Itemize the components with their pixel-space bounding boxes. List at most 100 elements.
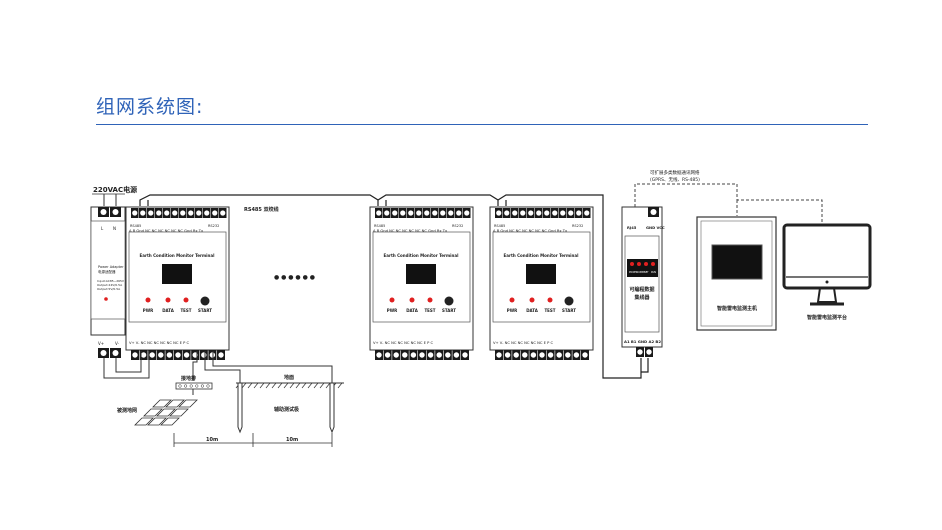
start-button xyxy=(444,296,454,306)
grid-cell xyxy=(165,399,185,408)
monitor-title: Earth Condition Monitor Terminal xyxy=(384,253,460,258)
monitor-display xyxy=(162,264,192,284)
ground-grid xyxy=(134,399,198,426)
led-label-start: START xyxy=(562,308,576,313)
psu-top-terminals: L N xyxy=(98,207,121,231)
collector-led-comm: COMM xyxy=(637,271,644,274)
led-label-data: DATA xyxy=(526,308,539,313)
psu-spec2: Output:24V/0.5A xyxy=(97,283,123,287)
led-label-data: DATA xyxy=(406,308,419,313)
psu-led xyxy=(104,297,108,301)
psu-spec3: Output:5V/0.5A xyxy=(97,287,121,291)
monitor-top-header-left: RS485 xyxy=(130,224,141,228)
collector-top-right: GND VCC xyxy=(646,226,665,230)
host-screen xyxy=(711,244,763,280)
distance-1: 10m xyxy=(206,437,218,443)
monitor-top-header-right: RS232 xyxy=(572,224,583,228)
psu-term-n: N xyxy=(113,226,116,231)
psu-line1: Power Adapter xyxy=(98,265,124,269)
aux-electrodes xyxy=(237,382,335,434)
ground-surface: 地面 xyxy=(235,374,344,389)
monitor-top-terms: A B Gnd NC NC NC NC NC NC Gnd Rx Tx xyxy=(373,229,448,233)
ground-bar: 接地排 xyxy=(175,375,213,390)
collector-bottom-terms: A1 B1 GND A2 B2 xyxy=(624,339,661,344)
rs485-bus xyxy=(139,194,649,379)
grounding-wiring xyxy=(103,351,333,383)
psu-term-vminus: V- xyxy=(115,341,120,346)
monitor-top-terms: A B Gnd NC NC NC NC NC NC Gnd Rx Tx xyxy=(129,229,204,233)
expand-note-line1: 可扩展多类数据通讯网络 xyxy=(650,169,700,176)
led-label-pwr: PWR xyxy=(387,308,397,313)
monitor-bottom-terminals xyxy=(495,350,589,360)
psu-spec1: Input:AC85~265V xyxy=(97,279,125,283)
collector-bottom-terminals xyxy=(636,347,653,357)
grid-cell xyxy=(134,417,154,426)
monitor-top-terminals xyxy=(495,208,591,218)
collector-name-line1: 可编程数据 xyxy=(629,286,654,293)
monitor-top-header-left: RS485 xyxy=(494,224,505,228)
monitor-top-terminals xyxy=(375,208,471,218)
collector-top-left: RJ45 xyxy=(627,226,637,230)
monitor-terminal-3: RS485 RS232 A B Gnd NC NC NC NC NC NC Gn… xyxy=(489,206,594,360)
power-adapter: L N Power Adapter 电源适配器 Input:AC85~265V … xyxy=(90,206,126,358)
page-title: 组网系统图: xyxy=(96,96,204,118)
led-data xyxy=(409,297,415,303)
monitor-top-terminals xyxy=(131,208,227,218)
monitor-title: Earth Condition Monitor Terminal xyxy=(504,253,580,258)
led-label-data: DATA xyxy=(162,308,175,313)
led-label-start: START xyxy=(442,308,456,313)
rs485-label: RS485 双绞线 xyxy=(244,206,279,213)
start-button xyxy=(200,296,210,306)
collector-led-run: RUN xyxy=(651,271,656,274)
led-test xyxy=(183,297,189,303)
expand-note-line2: (GPRS、无线、RS-485) xyxy=(650,176,700,183)
ground-bar-label: 接地排 xyxy=(180,375,196,382)
monitor-top-header-left: RS485 xyxy=(374,224,385,228)
monitor-display xyxy=(526,264,556,284)
monitor-bottom-terminals xyxy=(375,350,469,360)
psu-term-vplus: V+ xyxy=(98,341,104,346)
dashed-links xyxy=(634,183,823,225)
distance-2: 10m xyxy=(286,437,298,443)
distance-dimensions xyxy=(173,433,333,447)
led-test xyxy=(427,297,433,303)
aux-electrode-label: 辅助测试极 xyxy=(274,406,299,413)
led-label-test: TEST xyxy=(180,308,191,313)
platform-label: 智能雷电监测平台 xyxy=(807,314,847,321)
ground-surface-label: 地面 xyxy=(284,374,294,381)
monitor-top-header-right: RS232 xyxy=(452,224,463,228)
collector-led-power: POWER xyxy=(629,271,638,274)
monitor-bottom-terms: V+ V- NC NC NC NC NC NC E P C xyxy=(129,341,190,345)
psu-line2: 电源适配器 xyxy=(98,269,116,274)
monitor-bottom-terms: V+ V- NC NC NC NC NC NC E P C xyxy=(493,341,554,345)
collector-name-line2: 集线器 xyxy=(633,294,650,301)
led-label-pwr: PWR xyxy=(143,308,153,313)
monitor-top-terms: A B Gnd NC NC NC NC NC NC Gnd Rx Tx xyxy=(493,229,568,233)
monitor-bottom-terminals xyxy=(131,350,225,360)
led-data xyxy=(529,297,535,303)
monitor-terminal-1: RS485 RS232 A B Gnd NC NC NC NC NC NC Gn… xyxy=(125,206,230,360)
grid-cell xyxy=(178,399,198,408)
power-input: 220VAC电源 xyxy=(92,185,137,206)
monitor-title: Earth Condition Monitor Terminal xyxy=(140,253,216,258)
title-divider xyxy=(96,124,868,125)
led-label-test: TEST xyxy=(424,308,435,313)
led-label-test: TEST xyxy=(544,308,555,313)
monitor-display xyxy=(406,264,436,284)
led-label-start: START xyxy=(198,308,212,313)
led-data xyxy=(165,297,171,303)
led-pwr xyxy=(145,297,151,303)
led-pwr xyxy=(509,297,515,303)
ground-grid-label: 被测地网 xyxy=(117,407,137,414)
grid-cell xyxy=(152,399,172,408)
grid-cell xyxy=(156,408,176,417)
grid-cell xyxy=(143,408,163,417)
lightning-platform: 智能雷电监测平台 xyxy=(782,223,872,321)
monitor-top-header-right: RS232 xyxy=(208,224,219,228)
power-label: 220VAC电源 xyxy=(93,185,137,194)
grid-cell xyxy=(147,417,167,426)
host-label: 智能雷电监测主机 xyxy=(717,305,757,312)
psu-term-l: L xyxy=(101,226,104,231)
led-pwr xyxy=(389,297,395,303)
